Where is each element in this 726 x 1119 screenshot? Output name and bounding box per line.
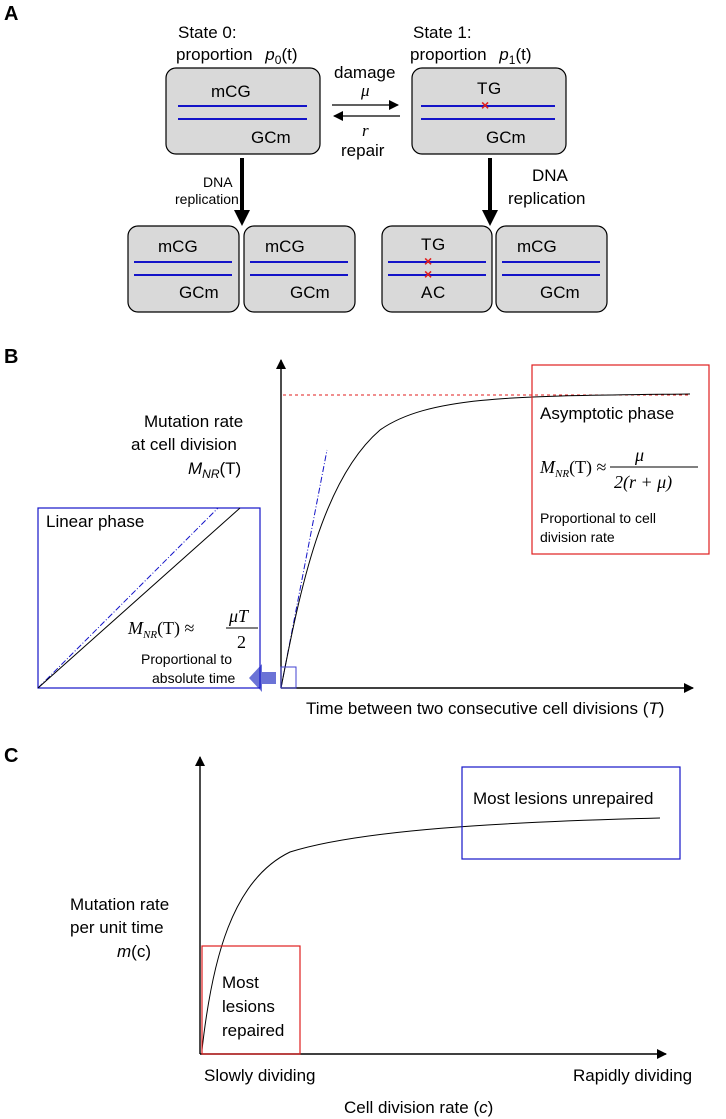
panel-b-y-label: Mutation rate at cell division MNR(T) [131,412,243,481]
daughter-box-2: mCG GCm [243,225,356,313]
svg-text:Mutation rate: Mutation rate [70,895,169,914]
state0-box: mCG GCm [165,67,321,155]
svg-text:m(c): m(c) [117,942,151,961]
panel-b-letter: B [4,346,18,368]
state1-title: State 1: [413,23,472,42]
svg-text:absolute time: absolute time [152,670,235,686]
daughter-box-3: T G × × A C [381,225,493,313]
svg-text:mCG: mCG [211,82,251,101]
svg-text:DNA: DNA [532,166,569,185]
svg-text:μ: μ [634,445,644,465]
svg-text:Most lesions unrepaired: Most lesions unrepaired [473,789,653,808]
svg-text:2: 2 [237,632,246,652]
panel-c-letter: C [4,745,18,767]
daughter-box-1: mCG GCm [127,225,240,313]
svg-text:μ: μ [360,81,370,100]
svg-text:repair: repair [341,141,385,160]
svg-text:repaired: repaired [222,1021,284,1040]
svg-text:MNR(T) ≈: MNR(T) ≈ [539,457,607,480]
damage-repair-transitions: damage μ r repair [332,63,400,160]
repaired-box: Most lesions repaired [201,945,301,1055]
replication-right: DNA replication [482,158,586,226]
svg-text:GCm: GCm [290,283,330,302]
svg-text:Proportional to cell: Proportional to cell [540,510,656,526]
svg-text:r: r [362,121,369,140]
svg-text:lesions: lesions [222,997,275,1016]
svg-text:G: G [432,235,445,254]
svg-text:G: G [488,79,501,98]
svg-text:C: C [433,283,445,302]
svg-text:μT: μT [228,606,250,626]
asymptotic-phase-box: Asymptotic phase MNR(T) ≈ μ 2(r + μ) Pro… [531,364,710,555]
panel-a-letter: A [4,3,18,25]
svg-text:DNA: DNA [203,174,233,190]
panel-b-x-label: Time between two consecutive cell divisi… [306,699,664,718]
svg-text:Linear phase: Linear phase [46,512,144,531]
svg-text:Most: Most [222,973,259,992]
svg-text:Proportional to: Proportional to [141,651,232,667]
panel-c-y-label: Mutation rate per unit time m(c) [70,895,169,961]
svg-text:2(r + μ): 2(r + μ) [614,472,672,493]
svg-text:T: T [477,79,487,98]
daughter-box-4: mCG GCm [495,225,608,313]
svg-text:GCm: GCm [251,128,291,147]
saturation-curve [280,393,691,689]
svg-text:GCm: GCm [179,283,219,302]
svg-text:MNR(T) ≈: MNR(T) ≈ [127,618,195,641]
svg-text:replication: replication [175,191,239,207]
svg-text:per unit time: per unit time [70,918,164,937]
linear-tangent [280,449,328,689]
svg-text:mCG: mCG [158,237,198,256]
svg-text:×: × [424,253,432,269]
svg-text:at cell division: at cell division [131,435,237,454]
svg-text:GCm: GCm [486,128,526,147]
state0-title: State 0: [178,23,237,42]
state0-prop: proportion p0(t) [176,45,298,67]
svg-text:damage: damage [334,63,395,82]
svg-text:T: T [421,235,431,254]
svg-text:replication: replication [508,189,586,208]
panel-c-curve [201,817,661,1051]
svg-text:mCG: mCG [265,237,305,256]
zoom-arrow [249,664,276,692]
replication-left: DNA replication [175,158,250,226]
svg-text:Mutation rate: Mutation rate [144,412,243,431]
x-left-label: Slowly dividing [204,1066,316,1085]
svg-text:A: A [421,283,433,302]
x-right-label: Rapidly dividing [573,1066,692,1085]
state1-prop: proportion p1(t) [410,45,532,67]
mismatch-mark: × [481,97,489,113]
unrepaired-box: Most lesions unrepaired [461,766,681,860]
svg-text:MNR(T): MNR(T) [188,459,241,481]
svg-text:×: × [424,266,432,282]
zoom-region [280,666,297,689]
svg-text:GCm: GCm [540,283,580,302]
svg-text:Asymptotic phase: Asymptotic phase [540,404,674,423]
state1-box: T G × GCm [411,67,567,155]
svg-text:mCG: mCG [517,237,557,256]
panel-c-x-label: Cell division rate (c) [344,1098,493,1117]
svg-text:division rate: division rate [540,529,615,545]
linear-phase-box: Linear phase MNR(T) ≈ μT 2 Proportional … [37,507,261,689]
